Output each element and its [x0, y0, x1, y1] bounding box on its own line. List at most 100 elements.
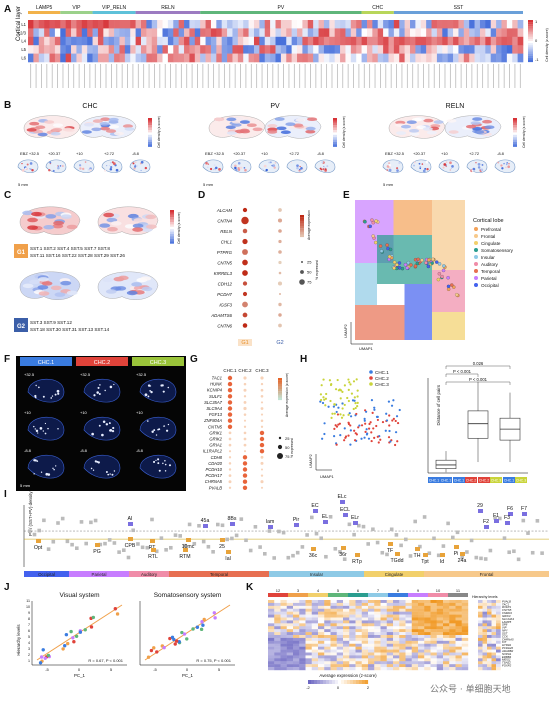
panelk-level-bar-9: [448, 593, 468, 597]
panelk-heat-cell: [368, 605, 375, 609]
lobe-point: [440, 274, 444, 279]
paneld-colorbar-seg: [300, 215, 304, 218]
panelk-heat-cell: [324, 667, 331, 671]
panelk-heat-cell: [411, 626, 419, 630]
panelk-heat-cell: [336, 635, 344, 639]
panelk-heat-cell: [443, 623, 450, 627]
tick-label-stub: [170, 64, 171, 88]
tick-label-stub: [304, 64, 306, 88]
paneli-bottom-label-18: 24a: [458, 558, 467, 564]
panelk-side-cell: [478, 667, 483, 671]
panelg-dot: [260, 461, 264, 465]
heat-cell: [259, 20, 266, 29]
panelk-heat-cell: [430, 667, 437, 671]
panelk-heat-cell: [436, 652, 444, 656]
panelk-side-cell: [496, 655, 501, 659]
panelk-heat-cell: [311, 614, 319, 618]
heat-cell: [60, 45, 66, 54]
panelg-dot: [227, 375, 233, 381]
panelk-heat-cell: [311, 637, 319, 642]
slice-dot: [386, 165, 390, 168]
heat-cell: [140, 36, 147, 46]
heat-cell: [49, 36, 56, 46]
panelk-heat-cell: [280, 600, 287, 604]
paneld-dot: [278, 313, 282, 317]
panelk-heat-cell: [449, 635, 456, 639]
slice-dot: [97, 386, 100, 389]
heat-cell: [323, 45, 330, 54]
panelb-slice-1-4: [314, 159, 336, 173]
panelk-heat-cell: [455, 605, 462, 609]
panelk-heat-cell: [330, 637, 337, 642]
brain-patch: [267, 130, 278, 134]
heat-cell: [114, 36, 120, 46]
heat-cell: [92, 36, 99, 46]
panelb-colorbar-seg: [333, 118, 337, 121]
panelk-heat-cell: [455, 623, 462, 627]
slice-dot: [99, 384, 101, 386]
heat-cell: [469, 36, 475, 46]
panelk-heat-cell: [374, 652, 381, 656]
heat-cell: [54, 36, 61, 46]
heat-cell: [146, 53, 153, 63]
heat-cell: [92, 53, 99, 63]
panelk-heat-cell: [380, 602, 387, 607]
panelk-heat-cell: [318, 600, 325, 604]
panelh-scatter-point: [322, 396, 325, 399]
panelk-heat-cell: [324, 640, 331, 644]
panelb-colorbar-seg: [333, 139, 337, 143]
panelg-gene-13: CDH8: [211, 455, 223, 460]
panelk-heat-cell: [455, 664, 462, 668]
panel-label-i: I: [4, 489, 7, 500]
heat-cell: [512, 36, 518, 46]
panelk-side-cell: [487, 611, 492, 615]
heat-cell: [512, 28, 518, 38]
panelj-ytick-4: 5: [28, 635, 30, 639]
panelk-heat-cell: [424, 635, 431, 639]
heat-cell: [65, 36, 72, 46]
heat-cell: [447, 53, 454, 63]
group-bar-3: [135, 11, 201, 14]
panelk-heat-cell: [274, 632, 281, 636]
panelk-heat-cell: [374, 632, 381, 636]
panelk-colorbar-seg: [344, 680, 348, 684]
brain-patch: [22, 210, 34, 216]
panelk-heat-cell: [318, 626, 325, 630]
panelh-scatter-point: [365, 428, 368, 431]
panelk-heat-cell: [274, 635, 281, 639]
heat-cell: [173, 28, 179, 38]
heat-cell: [372, 45, 379, 54]
panelk-heat-cell: [330, 661, 337, 665]
panelk-heat-cell: [430, 643, 437, 647]
panelg-dot: [243, 400, 247, 404]
panelk-heat-cell: [330, 652, 337, 656]
panelk-heat-cell: [399, 661, 406, 665]
panelk-colorbar-tick-0: -2: [306, 685, 310, 690]
paneli-square: [169, 545, 173, 550]
lobe-point: [424, 261, 428, 265]
panelk-side-cell: [487, 646, 492, 650]
panelj-point: [61, 647, 65, 651]
heat-cell: [388, 53, 395, 63]
slice-dot: [214, 166, 218, 170]
heat-cell: [173, 45, 179, 54]
panelk-heat-cell: [430, 602, 437, 607]
panelk-gene-17: ADARB2: [501, 649, 514, 653]
panelk-heat-cell: [280, 614, 287, 618]
panelk-heat-cell: [455, 637, 462, 642]
paneli-square: [333, 546, 338, 551]
heat-cell: [506, 36, 513, 46]
panelk-heat-cell: [349, 658, 356, 662]
slice-dot: [322, 168, 325, 171]
panelk-side-cell: [478, 635, 483, 639]
colorbar-label: Cell density (z-score): [545, 28, 549, 62]
heat-cell: [65, 53, 72, 63]
heat-cell: [146, 36, 153, 46]
paneli-lobe-label-5: Cingulate: [385, 572, 404, 577]
paneli-square: [361, 524, 366, 529]
panelk-heat-cell: [368, 643, 375, 647]
paneli-square: [300, 545, 305, 549]
panelk-heat-cell: [318, 658, 325, 662]
